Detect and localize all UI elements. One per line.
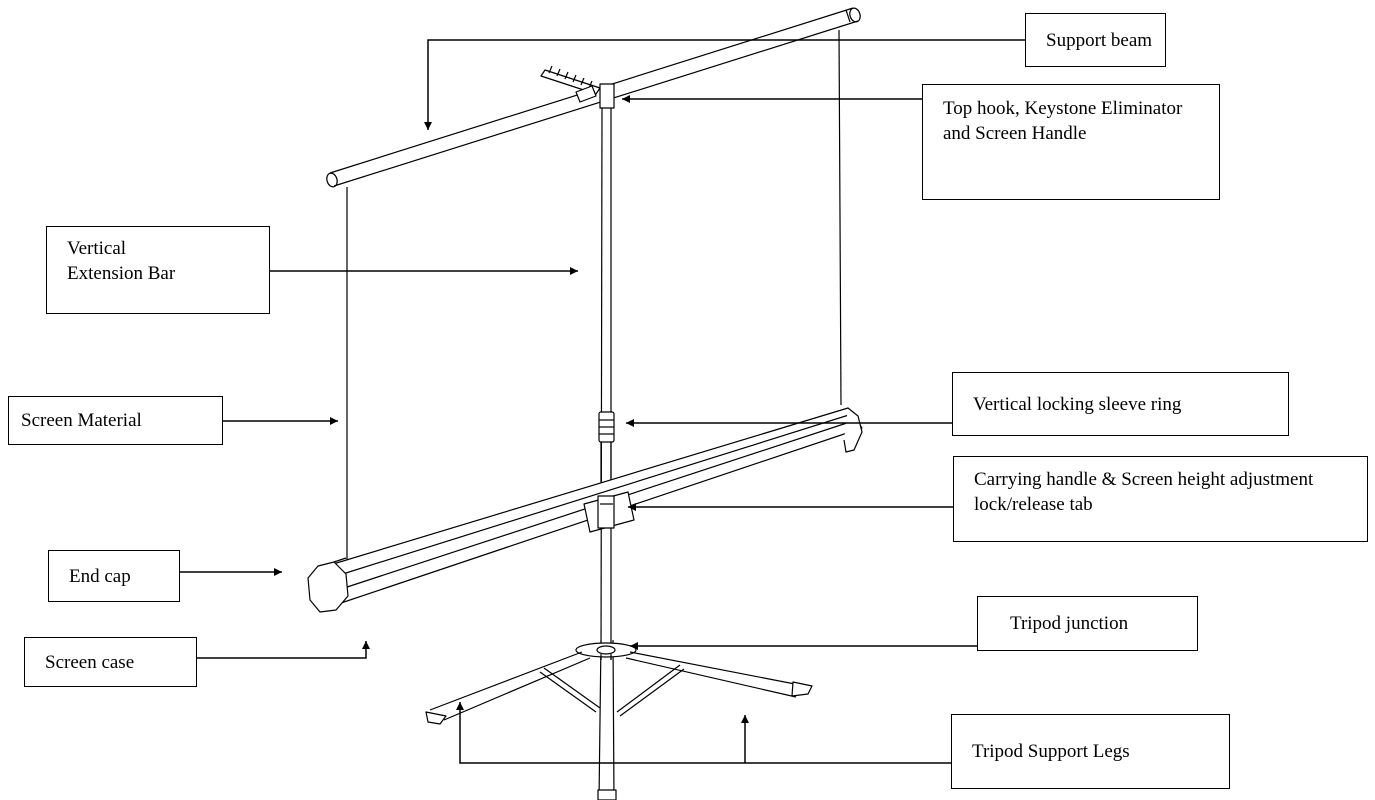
label-text-screen-material: Screen Material	[21, 410, 142, 431]
screen-material	[346, 29, 842, 565]
vertical-locking-sleeve-ring	[598, 411, 615, 490]
vertical-extension-bar	[597, 107, 617, 800]
label-top-hook: Top hook, Keystone Eliminator and Screen…	[922, 84, 1220, 200]
tripod-junction	[575, 642, 637, 660]
support-beam-leader	[424, 39, 1025, 130]
screen-case-leader	[197, 641, 370, 659]
label-carrying-handle: Carrying handle & Screen height adjustme…	[953, 456, 1368, 542]
end-cap	[307, 557, 349, 613]
label-text-screen-case: Screen case	[45, 651, 135, 673]
label-text-tripod-support-legs: Tripod Support Legs	[972, 741, 1130, 762]
label-text-tripod-junction: Tripod junction	[1010, 613, 1129, 634]
label-vertical-extension-bar: Vertical Extension Bar	[46, 226, 270, 314]
carrying-handle	[583, 491, 635, 533]
label-text-end-cap: End cap	[69, 565, 131, 587]
label-end-cap: End cap	[48, 550, 180, 602]
tripod-legs	[425, 651, 813, 725]
top-hook-assembly	[540, 65, 615, 109]
label-tripod-support-legs: Tripod Support Legs	[951, 714, 1230, 789]
label-text-support-beam: Support beam	[1046, 29, 1153, 51]
label-tripod-junction: Tripod junction	[977, 596, 1198, 651]
label-text-carrying-handle: Carrying handle & Screen height adjustme…	[974, 469, 1314, 515]
label-text-vertical-locking-sleeve-ring: Vertical locking sleeve ring	[973, 393, 1182, 415]
label-support-beam: Support beam	[1025, 13, 1166, 67]
label-text-top-hook: Top hook, Keystone Eliminator and Screen…	[943, 98, 1183, 144]
label-text-vertical-extension-bar: Vertical Extension Bar	[67, 238, 176, 284]
label-screen-material: Screen Material	[8, 396, 223, 445]
tripod-legs-leader	[456, 702, 951, 764]
label-vertical-locking-sleeve-ring: Vertical locking sleeve ring	[952, 372, 1289, 436]
label-screen-case: Screen case	[24, 637, 197, 687]
